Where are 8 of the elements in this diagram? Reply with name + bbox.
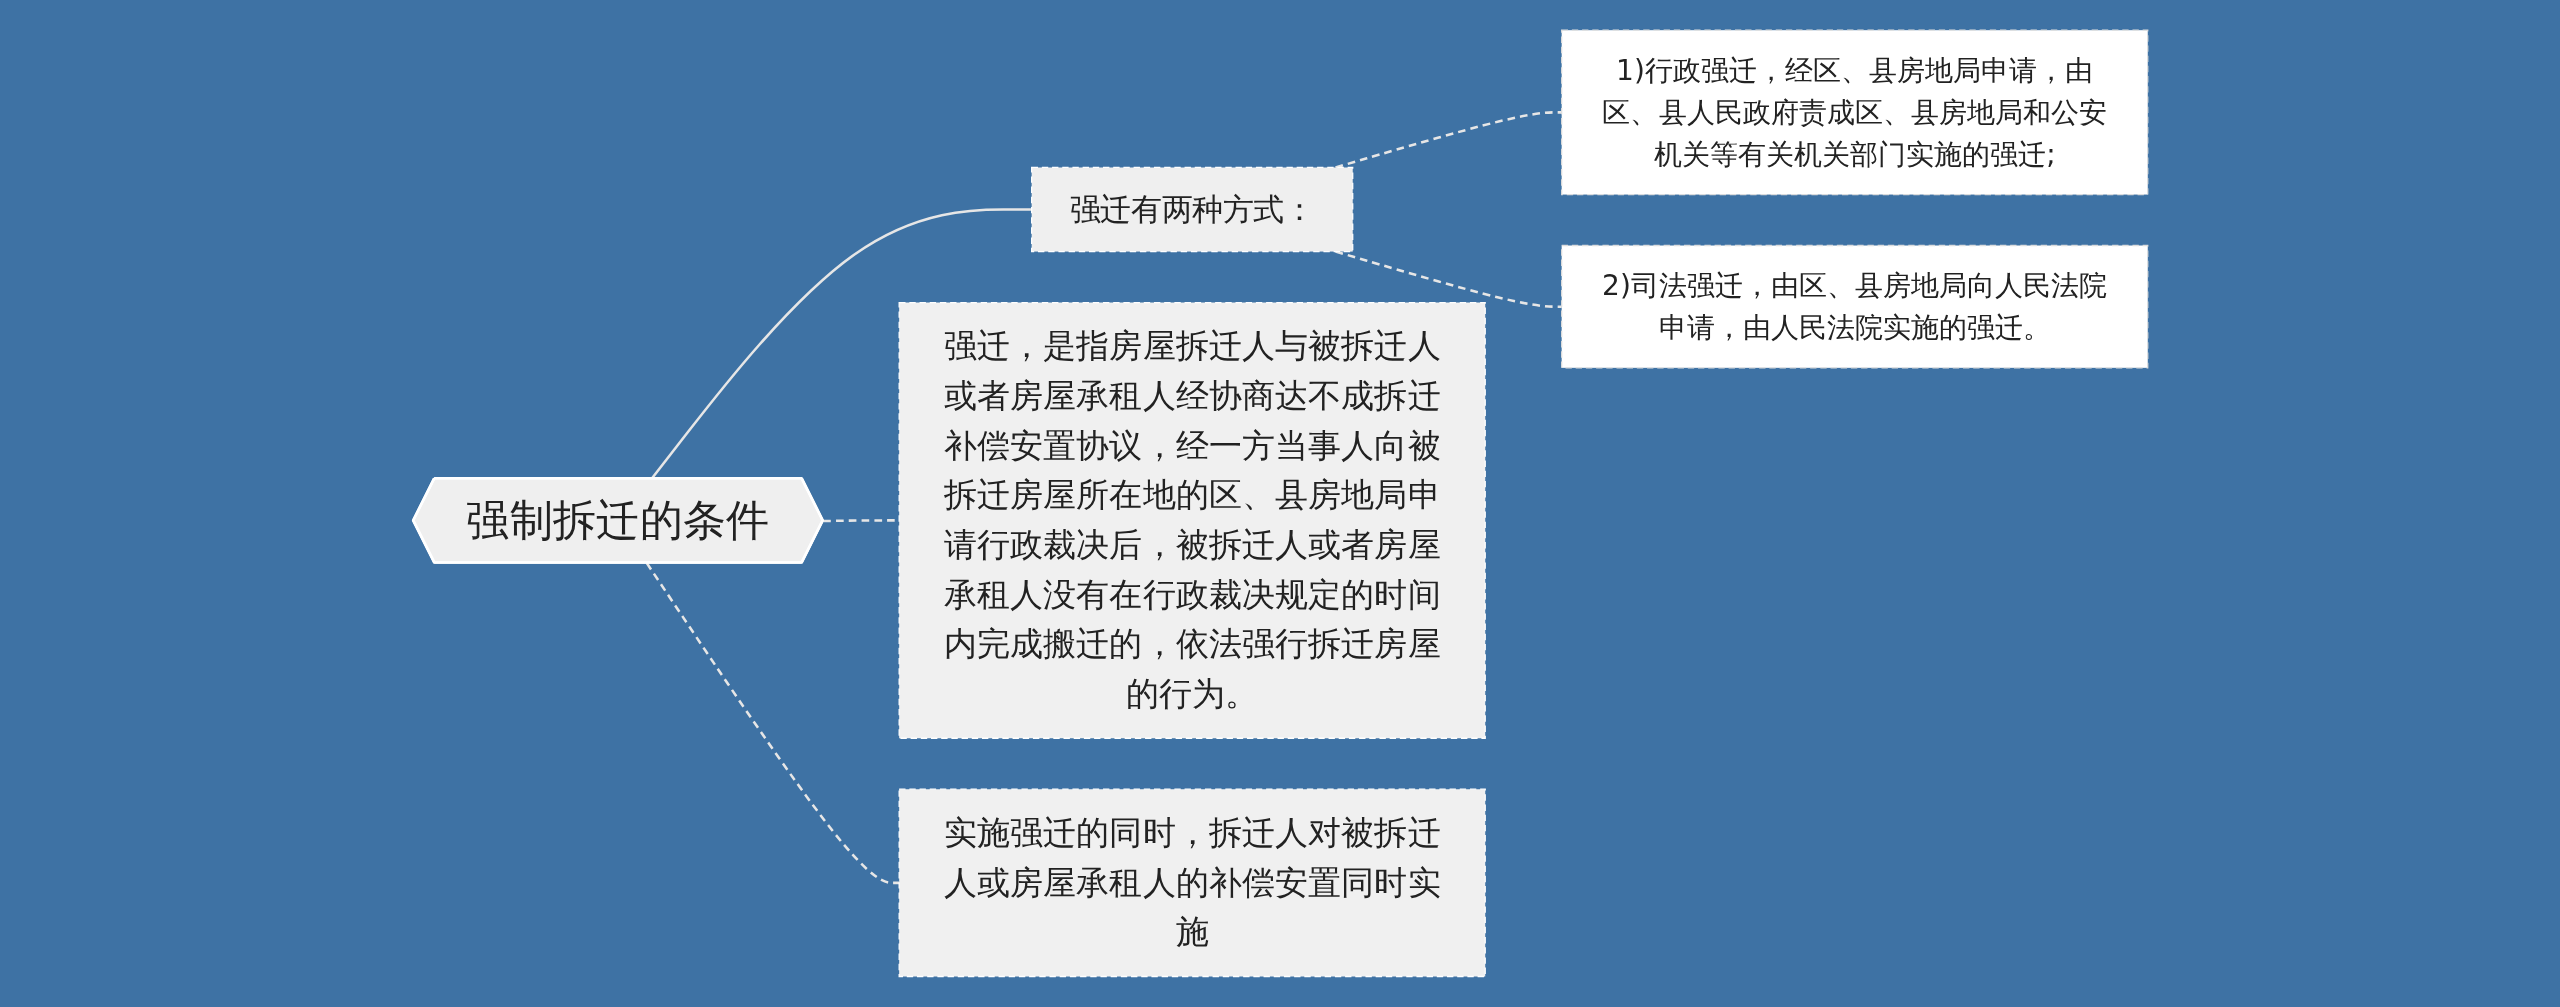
- connector: [645, 562, 899, 885]
- node-box: 强迁，是指房屋拆迁人与被拆迁人或者房屋承租人经协商达不成拆迁补偿安置协议，经一方当事人向被拆迁房屋所在地的区、县房地局申请行政裁决后，被拆迁人或者房屋承租人没有在行政裁决规定的时间内完成搬迁的，依法强行拆迁房屋的行为。: [898, 302, 1486, 740]
- connector: [1334, 111, 1562, 169]
- node-box: 2)司法强迁，由区、县房地局向人民法院申请，由人民法院实施的强迁。: [1560, 245, 2148, 369]
- node-box: 1)行政强迁，经区、县房地局申请，由区、县人民政府责成区、县房地局和公安机关等有关机关部门实施的强迁;: [1560, 29, 2148, 196]
- node-box: 实施强迁的同时，拆迁人对被拆迁人或房屋承租人的补偿安置同时实施: [898, 788, 1486, 978]
- connector: [1334, 250, 1562, 309]
- node-box: 强迁有两种方式：: [1030, 166, 1353, 253]
